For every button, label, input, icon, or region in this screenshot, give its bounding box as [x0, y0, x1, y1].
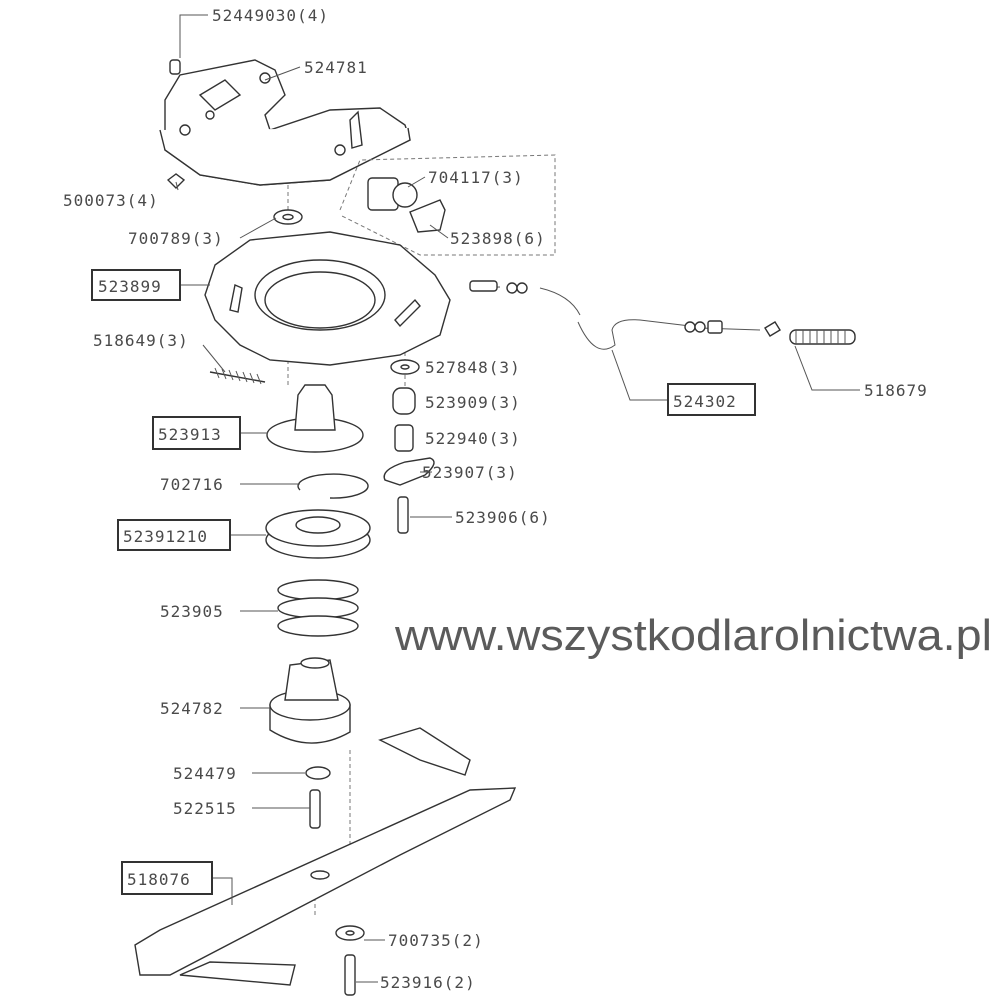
highlight-box-52391210: [117, 519, 231, 551]
part-label: 523907(3): [422, 463, 518, 482]
part-label: 52449030(4): [212, 6, 329, 25]
part-label: 524782: [160, 699, 224, 718]
bushing-part: [169, 59, 181, 75]
part-label: 500073(4): [63, 191, 159, 210]
part-label: 523916(2): [380, 973, 476, 992]
highlight-box-524302: [667, 383, 756, 416]
blade-adapter-part: [269, 657, 351, 744]
watermark: www.wszystkodlarolnictwa.pl: [394, 611, 992, 660]
bolt-part: [344, 954, 356, 996]
part-label: 523905: [160, 602, 224, 621]
brake-cable-part: [469, 280, 781, 350]
part-label: 523899: [98, 277, 162, 296]
part-label: 524781: [304, 58, 368, 77]
part-label: 518649(3): [93, 331, 189, 350]
spring-part: [789, 329, 856, 345]
nut-part: [166, 173, 186, 189]
part-label: 52391210: [123, 527, 208, 546]
circlip-part: [297, 473, 369, 499]
highlight-box-523899: [91, 269, 181, 301]
blade-part: [134, 727, 517, 986]
part-label: 523898(6): [450, 229, 546, 248]
bolt-part: [309, 789, 321, 829]
part-label: 523909(3): [425, 393, 521, 412]
part-label: 527848(3): [425, 358, 521, 377]
screw-part: [397, 496, 409, 534]
part-label: 702716: [160, 475, 224, 494]
spring-part: [392, 387, 416, 415]
part-label: 522515: [173, 799, 237, 818]
highlight-box-523913: [152, 416, 241, 450]
part-label: 700789(3): [128, 229, 224, 248]
brake-plate-part: [204, 231, 451, 366]
part-label: 524479: [173, 764, 237, 783]
coil-spring-part: [277, 579, 359, 637]
brake-pad-group: [367, 177, 446, 233]
highlight-box-518076: [121, 861, 213, 895]
part-label: 700735(2): [388, 931, 484, 950]
part-label: 523906(6): [455, 508, 551, 527]
part-label: 524302: [673, 392, 737, 411]
part-label: 704117(3): [428, 168, 524, 187]
part-label: 518076: [127, 870, 191, 889]
part-label: 523913: [158, 425, 222, 444]
spring-part: [209, 371, 266, 383]
pulley-part: [265, 509, 371, 559]
hub-part: [266, 384, 364, 453]
top-plate-part: [159, 59, 411, 189]
part-label: 518679: [864, 381, 928, 400]
part-label: 522940(3): [425, 429, 521, 448]
sleeve-part: [394, 424, 414, 452]
